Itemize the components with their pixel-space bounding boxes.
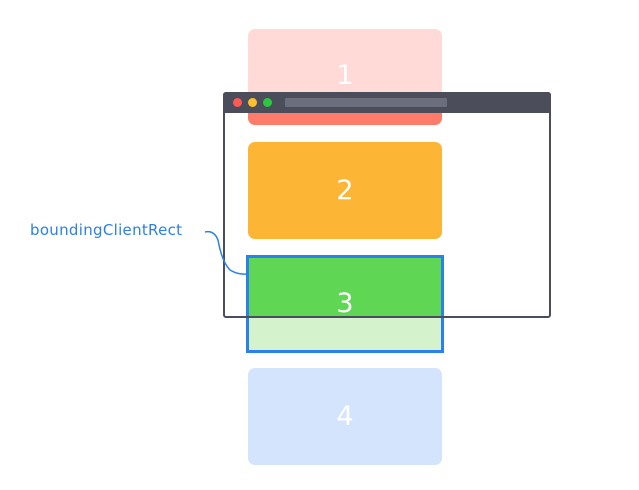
bounding-client-rect-label: boundingClientRect <box>30 221 183 239</box>
box-4-label: 4 <box>336 401 354 432</box>
box-3-visible-part <box>248 257 442 318</box>
box-2: 2 <box>248 142 442 239</box>
maximize-dot-icon <box>263 98 272 107</box>
box-3-label: 3 <box>336 287 354 319</box>
browser-viewport-frame <box>223 92 551 318</box>
box-4: 4 <box>248 368 442 465</box>
minimize-dot-icon <box>248 98 257 107</box>
close-dot-icon <box>233 98 242 107</box>
box-2-label: 2 <box>336 175 354 206</box>
box-1-visible-part <box>248 113 442 125</box>
address-bar <box>285 98 447 107</box>
bounding-client-rect-outline <box>246 255 444 353</box>
box-1-label: 1 <box>336 59 354 91</box>
